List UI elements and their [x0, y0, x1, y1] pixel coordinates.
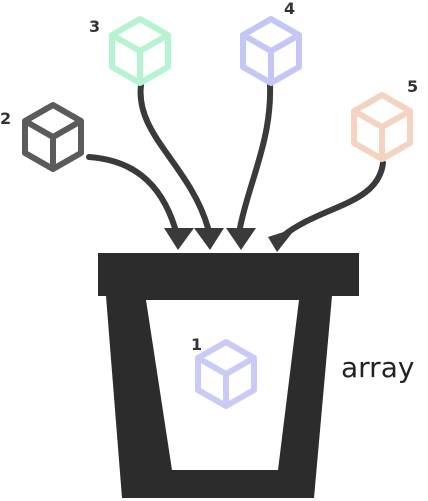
array-bucket [98, 253, 359, 498]
arrowhead-3 [194, 228, 224, 250]
cube-icon-2 [25, 105, 81, 169]
arrowhead-5 [268, 228, 296, 252]
arrow-from-cube-5 [280, 160, 386, 239]
arrows [86, 82, 386, 239]
cube-number-5: 5 [407, 77, 418, 96]
cube-number-2: 2 [0, 109, 11, 128]
array-label: array [341, 351, 414, 384]
bucket-rim [98, 253, 359, 296]
cube-number-1: 1 [191, 335, 202, 354]
arrow-from-cube-4 [237, 82, 274, 231]
arrow-from-cube-2 [86, 154, 178, 231]
cube-icon-3 [112, 19, 168, 83]
arrowheads [164, 228, 296, 252]
cube-icon-4 [243, 19, 299, 83]
cube-icon-5 [354, 95, 410, 159]
arrowhead-4 [226, 228, 256, 250]
arrow-from-cube-3 [137, 82, 211, 231]
bucket-body [106, 296, 332, 498]
arrowhead-2 [164, 228, 194, 250]
cube-number-4: 4 [284, 0, 295, 18]
cube-icon-1 [198, 342, 254, 406]
cube-number-3: 3 [89, 17, 100, 36]
